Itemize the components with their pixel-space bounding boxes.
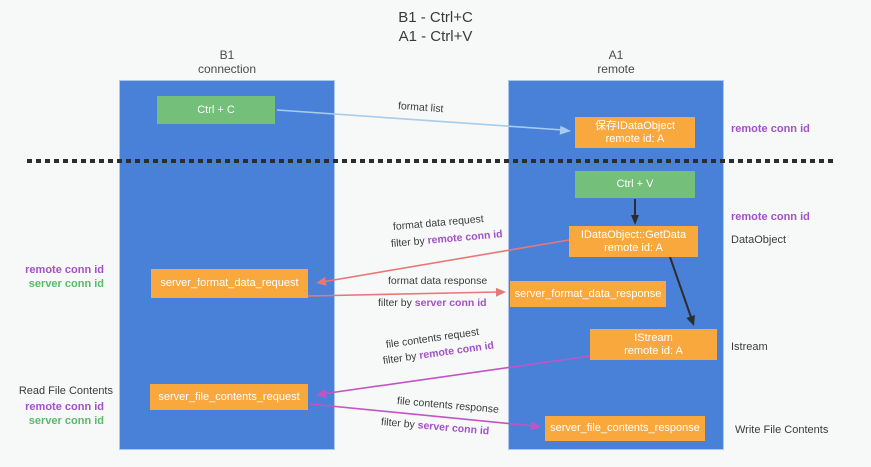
left-label-server-conn-id-2: server conn id [28,415,104,427]
lane-a1-role: remote [597,62,635,76]
lane-header-a1: A1 remote [508,48,724,76]
diagram-title: B1 - Ctrl+C A1 - Ctrl+V [0,8,871,46]
node-server-file-contents-response-label: server_file_contents_response [550,422,700,434]
left-label-remote-conn-id-1: remote conn id [25,264,104,276]
lane-b1-role: connection [197,62,257,76]
node-save-dataobject: 保存IDataObject remote id: A [575,117,695,148]
left-label-server-conn-id-1: server conn id [28,278,104,290]
edge-label-file-contents-response: file contents response [396,395,500,416]
edge-label-filter-server-2: filter by server conn id [380,416,490,438]
node-server-file-contents-request: server_file_contents_request [150,384,308,410]
node-ctrl-c-label: Ctrl + C [197,103,235,116]
edge-format-response-line [307,291,500,297]
filter-by-text: filter by [378,297,412,309]
edge-format-response-arrowhead [495,287,506,297]
right-label-remote-conn-id-mid: remote conn id [731,211,810,223]
node-istream-line1: IStream [634,331,673,344]
lane-a1-name: A1 [608,48,624,62]
lane-b1-name: B1 [219,48,235,62]
node-save-dataobject-line2: remote id: A [605,132,665,145]
node-server-file-contents-response: server_file_contents_response [545,416,705,441]
session-divider-dashed-line [27,159,833,163]
node-server-format-data-request: server_format_data_request [151,269,308,298]
server-conn-id-text: server conn id [417,419,490,438]
edge-label-format-data-response: format data response [388,275,488,287]
node-istream: IStream remote id: A [590,329,717,360]
node-idataobject-getdata: IDataObject::GetData remote id: A [569,226,698,257]
node-server-format-data-response: server_format_data_response [510,281,666,307]
filter-by-text: filter by [380,416,416,431]
right-label-remote-conn-id-top: remote conn id [731,123,810,135]
left-label-read-file-contents: Read File Contents [18,385,113,397]
server-conn-id-text: server conn id [414,297,487,309]
node-server-format-data-response-label: server_format_data_response [514,287,662,300]
node-istream-line2: remote id: A [624,344,683,357]
filter-by-text: filter by [382,350,418,367]
node-ctrl-c: Ctrl + C [157,96,275,124]
lane-header-b1: B1 connection [119,48,335,76]
right-label-write-file-contents: Write File Contents [735,424,829,436]
right-label-istream: Istream [731,341,768,353]
title-line-1: B1 - Ctrl+C [398,9,473,26]
remote-conn-id-text: remote conn id [427,228,504,247]
edge-label-format-list: format list [397,100,444,116]
node-save-dataobject-line1: 保存IDataObject [594,119,676,132]
right-label-dataobject: DataObject [731,234,787,246]
node-server-file-contents-request-label: server_file_contents_request [158,390,300,403]
node-ctrl-v-label: Ctrl + V [616,178,654,190]
left-label-remote-conn-id-2: remote conn id [25,401,104,413]
node-getdata-line2: remote id: A [604,241,663,254]
edge-label-filter-server-1: filter by server conn id [378,297,487,310]
node-server-format-data-request-label: server_format_data_request [160,277,299,289]
node-getdata-line1: IDataObject::GetData [580,228,687,241]
filter-by-text: filter by [390,235,426,250]
node-ctrl-v: Ctrl + V [575,171,695,198]
title-line-2: A1 - Ctrl+V [398,28,473,45]
